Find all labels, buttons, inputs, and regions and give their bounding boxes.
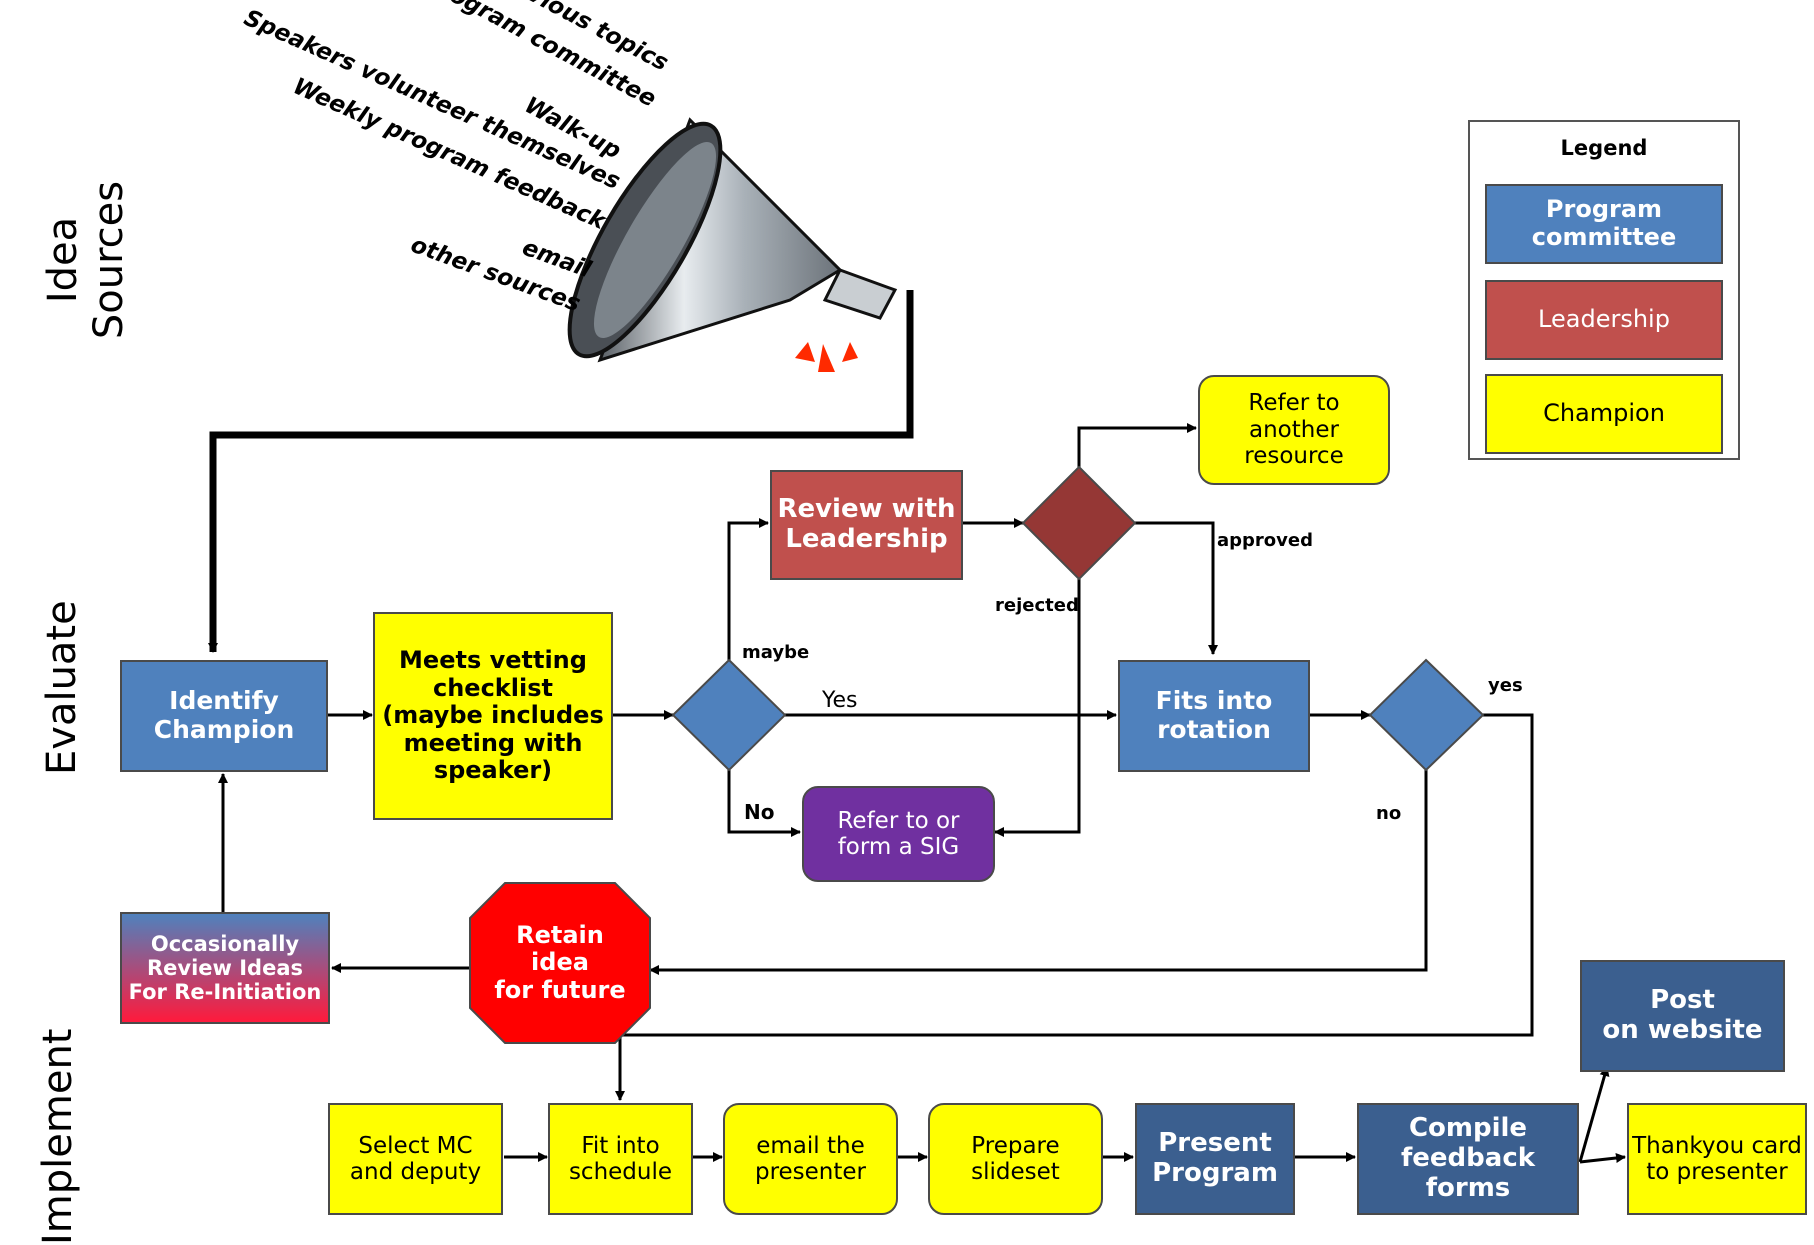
phase-evaluate: Evaluate bbox=[39, 600, 85, 775]
edge-rotation-no bbox=[649, 770, 1428, 975]
legend-program-committee: Program committee bbox=[1485, 184, 1723, 264]
legend-title: Legend bbox=[1560, 136, 1648, 160]
label-approved: approved bbox=[1217, 530, 1313, 551]
node-identify-champion: Identify Champion bbox=[120, 660, 328, 772]
node-present-program: Present Program bbox=[1135, 1103, 1295, 1215]
edge-rotation-yes bbox=[615, 713, 1534, 1101]
phase-implement: Implement bbox=[35, 1028, 81, 1245]
legend-leadership: Leadership bbox=[1485, 280, 1723, 360]
legend-champion: Champion bbox=[1485, 374, 1723, 454]
node-post-website: Post on website bbox=[1580, 960, 1785, 1072]
label-yes-main: Yes bbox=[822, 688, 858, 713]
edge-leadership-approved bbox=[1135, 521, 1218, 655]
node-retain-idea: Retain idea for future bbox=[494, 920, 626, 1004]
edge-compile-to-thankyou bbox=[1579, 1153, 1626, 1164]
phase-idea-sources: Idea Sources bbox=[40, 180, 132, 340]
node-prepare-slideset: Prepare slideset bbox=[928, 1103, 1103, 1215]
decision-vetting-diamond bbox=[671, 658, 787, 772]
label-maybe: maybe bbox=[742, 642, 810, 663]
edge-leadership-to-resource bbox=[1077, 423, 1197, 467]
node-occasionally-review: Occasionally Review Ideas For Re-Initiat… bbox=[120, 912, 330, 1024]
edge-compile-to-post bbox=[1578, 1066, 1610, 1163]
funnel-icon bbox=[567, 117, 898, 372]
decision-leadership-diamond bbox=[1021, 465, 1137, 581]
node-compile-feedback: Compile feedback forms bbox=[1357, 1103, 1579, 1215]
node-email-presenter: email the presenter bbox=[723, 1103, 898, 1215]
edge-decision-maybe bbox=[727, 518, 769, 660]
decision-rotation-diamond bbox=[1368, 658, 1485, 772]
label-no-rotation: no bbox=[1376, 803, 1402, 824]
label-rejected: rejected bbox=[995, 595, 1079, 616]
node-refer-sig: Refer to or form a SIG bbox=[802, 786, 995, 882]
legend: Legend Program committee Leadership Cham… bbox=[1468, 120, 1740, 460]
node-review-leadership: Review with Leadership bbox=[770, 470, 963, 580]
edge-funnel-to-champion bbox=[208, 290, 914, 653]
edge-decision-no bbox=[727, 770, 801, 837]
node-vetting-checklist: Meets vetting checklist (maybe includes … bbox=[373, 612, 613, 820]
node-fit-schedule: Fit into schedule bbox=[548, 1103, 693, 1215]
node-thankyou-card: Thankyou card to presenter bbox=[1627, 1103, 1807, 1215]
node-fits-rotation: Fits into rotation bbox=[1118, 660, 1310, 772]
label-yes-rotation: yes bbox=[1488, 675, 1523, 696]
retain-idea-octagon bbox=[469, 882, 651, 1044]
edge-leadership-rejected bbox=[994, 579, 1081, 837]
label-no-sig: No bbox=[744, 800, 775, 824]
node-select-mc: Select MC and deputy bbox=[328, 1103, 503, 1215]
node-refer-resource: Refer to another resource bbox=[1198, 375, 1390, 485]
